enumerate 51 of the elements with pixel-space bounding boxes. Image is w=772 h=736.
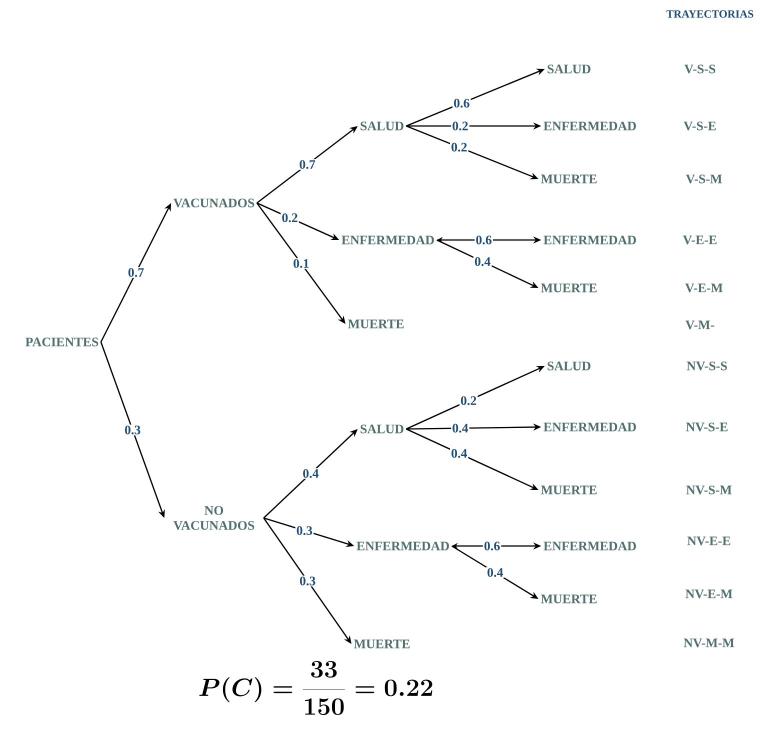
edge-label: 0.7 [126, 267, 146, 278]
path-code: V-S-E [684, 122, 716, 130]
path-code: V-M- [685, 320, 714, 330]
node-label: SALUD [360, 424, 404, 434]
node-label: PACIENTES [26, 338, 98, 346]
path-code: V-S-M [686, 174, 722, 184]
edge-label: 0.1 [292, 258, 310, 269]
node-label: ENFERMEDAD [342, 236, 434, 244]
node-label: MUERTE [540, 284, 597, 292]
path-code: NV-S-E [686, 422, 728, 432]
edge-label: 0.4 [473, 256, 492, 267]
edge-label: 0.2 [450, 142, 468, 153]
edge-label: 0.3 [124, 424, 142, 436]
edge-label: 0.6 [482, 540, 502, 552]
path-code: NV-E-M [686, 590, 732, 598]
node-label: MUERTE [540, 174, 597, 184]
path-code: V-E-E [682, 236, 717, 244]
node-label: ENFERMEDAD [356, 542, 449, 550]
column-heading: TRAYECTORIAS [666, 10, 754, 18]
path-code: V-E-M [685, 284, 723, 292]
node-label: ENFERMEDAD [544, 542, 636, 550]
node-label: NO VACUNADOS [173, 506, 254, 530]
node-label: MUERTE [348, 320, 404, 328]
edge-label: 0.3 [295, 525, 314, 536]
edge-label: 0.4 [451, 422, 470, 434]
edge-label: 0.2 [451, 120, 470, 132]
path-code: V-S-S [684, 64, 716, 74]
node-label: SALUD [360, 122, 404, 130]
edge-label: 0.4 [450, 448, 468, 459]
path-code: NV-S-S [686, 362, 727, 370]
edge-label: 0.4 [302, 468, 320, 479]
path-code: NV-S-M [686, 486, 732, 494]
path-code: NV-M-M [684, 638, 734, 648]
edge-label: 0.7 [298, 159, 316, 170]
edge-label: 0.6 [474, 234, 493, 246]
node-label: MUERTE [354, 640, 410, 648]
path-code: NV-E-E [687, 536, 730, 546]
edge-label: 0.2 [459, 395, 478, 406]
probability-formula: $P(C)= \frac{33}{150}=0.22$ [199, 661, 432, 715]
node-label: ENFERMEDAD [544, 422, 636, 432]
edge-label: 0.3 [298, 576, 317, 586]
node-label: ENFERMEDAD [544, 122, 636, 130]
node-label: MUERTE [540, 594, 597, 604]
node-label: VACUNADOS [173, 198, 254, 208]
edge-label: 0.6 [452, 98, 471, 109]
node-label: SALUD [548, 64, 590, 74]
edge-label: 0.2 [280, 212, 299, 224]
edge-label: 0.4 [486, 567, 504, 578]
node-label: MUERTE [540, 486, 597, 494]
node-label: ENFERMEDAD [544, 236, 636, 244]
node-label: SALUD [548, 362, 590, 370]
